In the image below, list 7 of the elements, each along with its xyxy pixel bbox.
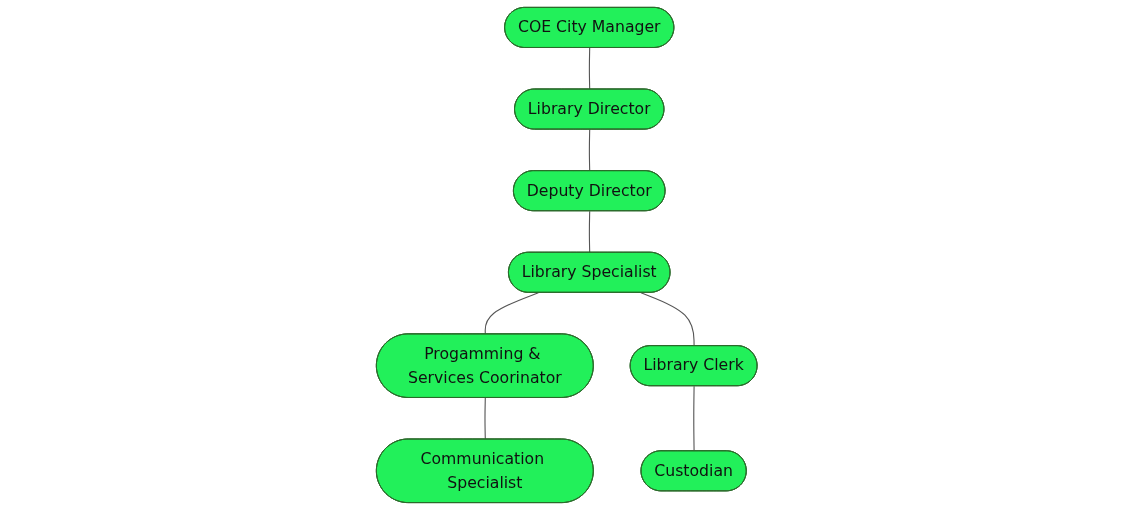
connector — [588, 47, 590, 90]
connector — [588, 129, 590, 172]
connector — [484, 292, 539, 335]
connector — [640, 292, 695, 347]
connector — [693, 385, 695, 452]
connector — [484, 397, 486, 440]
connector — [588, 210, 590, 254]
